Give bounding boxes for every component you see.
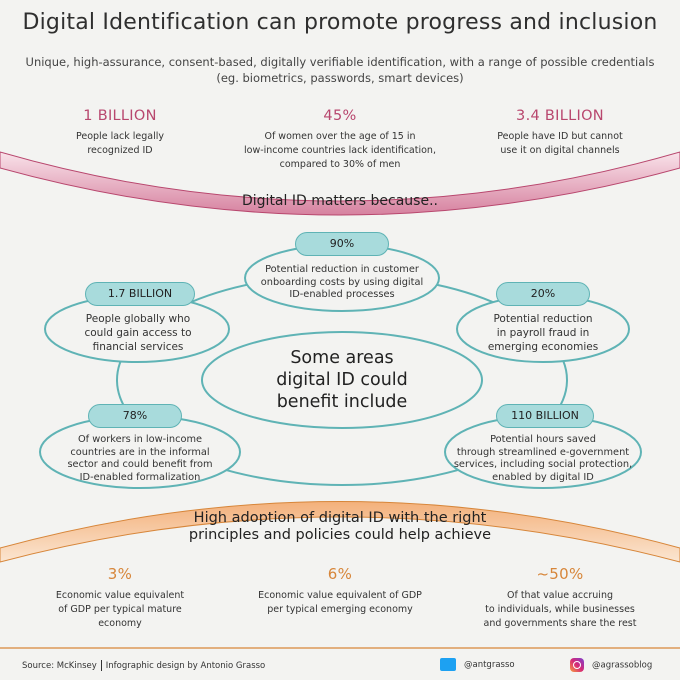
node-pill-78: 78% (88, 404, 182, 428)
twitter-handle[interactable]: @antgrasso (440, 658, 515, 671)
stat-value: 45% (323, 108, 357, 124)
instagram-icon (570, 658, 584, 672)
footer-separator (100, 660, 102, 671)
bottom-band-label: High adoption of digital ID with the rig… (188, 510, 492, 543)
stat-value: 1 BILLION (83, 108, 157, 124)
node-pill-110b: 110 BILLION (496, 404, 594, 428)
bottom-arc-band (0, 501, 680, 563)
stat-value: 3% (107, 565, 133, 583)
stat-value: ~50% (536, 565, 584, 583)
stat-value: 6% (327, 565, 353, 583)
top-arc-band (0, 151, 680, 216)
footer-design: Infographic design by Antonio Grasso (105, 661, 266, 671)
subtitle-line-1: Unique, high-assurance, consent-based, d… (25, 55, 655, 69)
stat-value: 3.4 BILLION (516, 108, 604, 124)
footer-source: Source: McKinsey (22, 661, 97, 671)
page-title: Digital Identification can promote progr… (22, 10, 658, 35)
instagram-handle[interactable]: @agrassoblog (570, 658, 652, 672)
page-subtitle: Unique, high-assurance, consent-based, d… (20, 54, 660, 86)
footer-credits: Source: McKinsey Infographic design by An… (22, 660, 265, 671)
node-pill-90: 90% (295, 232, 389, 256)
node-pill-20: 20% (496, 282, 590, 306)
node-pill-1-7b: 1.7 BILLION (85, 282, 195, 306)
subtitle-line-2: (eg. biometrics, passwords, smart device… (216, 71, 464, 85)
top-band-label: Digital ID matters because.. (242, 193, 438, 209)
center-ellipse (201, 331, 483, 429)
twitter-icon (440, 658, 456, 671)
